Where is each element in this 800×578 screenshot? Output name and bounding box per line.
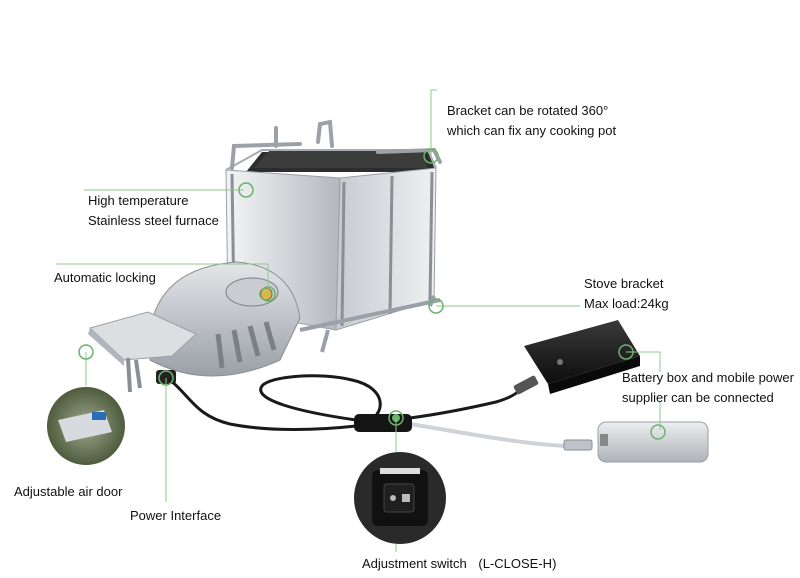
- marker-bracket: [423, 148, 439, 164]
- callout-power: Power Interface: [130, 506, 221, 526]
- leader-bracket: [430, 89, 437, 156]
- leader-battery: [626, 351, 661, 372]
- stove-bracket-line2: Max load:24kg: [584, 296, 669, 311]
- callout-stove-bracket: Stove bracket Max load:24kg: [584, 274, 669, 314]
- usb-cable: [408, 422, 568, 448]
- switch-cable-right: [408, 388, 522, 420]
- power-cable: [168, 374, 382, 431]
- marker-switch: [388, 410, 404, 426]
- marker-power: [158, 370, 174, 386]
- bracket-rotate-line2: which can fix any cooking pot: [447, 123, 617, 138]
- cables: [168, 374, 593, 451]
- marker-stove-bracket: [428, 298, 444, 314]
- fan-housing: [149, 261, 301, 377]
- battery-box: [524, 320, 640, 394]
- callout-furnace: High temperature Stainless steel furnace: [88, 191, 219, 231]
- auto-lock-text: Automatic locking: [54, 270, 156, 285]
- battery-line1: Battery box and mobile power: [622, 370, 794, 385]
- battery-line2: supplier can be connected: [622, 390, 774, 405]
- leader-lines: [56, 89, 661, 552]
- switch-inset: [354, 452, 446, 544]
- callout-air-door: Adjustable air door: [14, 482, 122, 502]
- locking-mechanism: [225, 277, 279, 307]
- power-bank: [597, 421, 709, 463]
- marker-power-bank: [650, 424, 666, 440]
- callout-auto-lock: Automatic locking: [54, 268, 156, 288]
- power-text: Power Interface: [130, 508, 222, 523]
- marker-battery: [618, 344, 634, 360]
- fan-fins: [215, 321, 277, 369]
- usb-plug-box: [513, 375, 539, 395]
- air-door-tray: [89, 311, 197, 361]
- stove-feet: [126, 357, 142, 393]
- callout-markers: [78, 148, 666, 440]
- air-door-inset: [45, 385, 127, 467]
- marker-autolock: [260, 286, 276, 302]
- callout-bracket-rotate: Bracket can be rotated 360° which can fi…: [447, 101, 616, 141]
- air-door-tray-edge: [88, 328, 124, 366]
- furnace-back-inner: [254, 150, 428, 168]
- switch-text: Adjustment switch: [362, 556, 467, 571]
- usb-plug-bank: [563, 439, 593, 451]
- stove-body: [88, 119, 442, 393]
- callout-switch: Adjustment switch (L-CLOSE-H): [362, 554, 556, 574]
- air-door-text: Adjustable air door: [14, 484, 123, 499]
- marker-air-door: [78, 344, 94, 360]
- marker-furnace: [238, 182, 254, 198]
- furnace-line1: High temperature: [88, 193, 189, 208]
- furnace-rim: [225, 149, 437, 171]
- bracket-rotate-line1: Bracket can be rotated 360°: [447, 103, 609, 118]
- switch-modes: (L-CLOSE-H): [478, 556, 557, 571]
- callout-battery: Battery box and mobile power supplier ca…: [622, 368, 794, 408]
- leader-autolock: [56, 263, 269, 294]
- furnace-line2: Stainless steel furnace: [88, 213, 219, 228]
- stove-bracket-line1: Stove bracket: [584, 276, 664, 291]
